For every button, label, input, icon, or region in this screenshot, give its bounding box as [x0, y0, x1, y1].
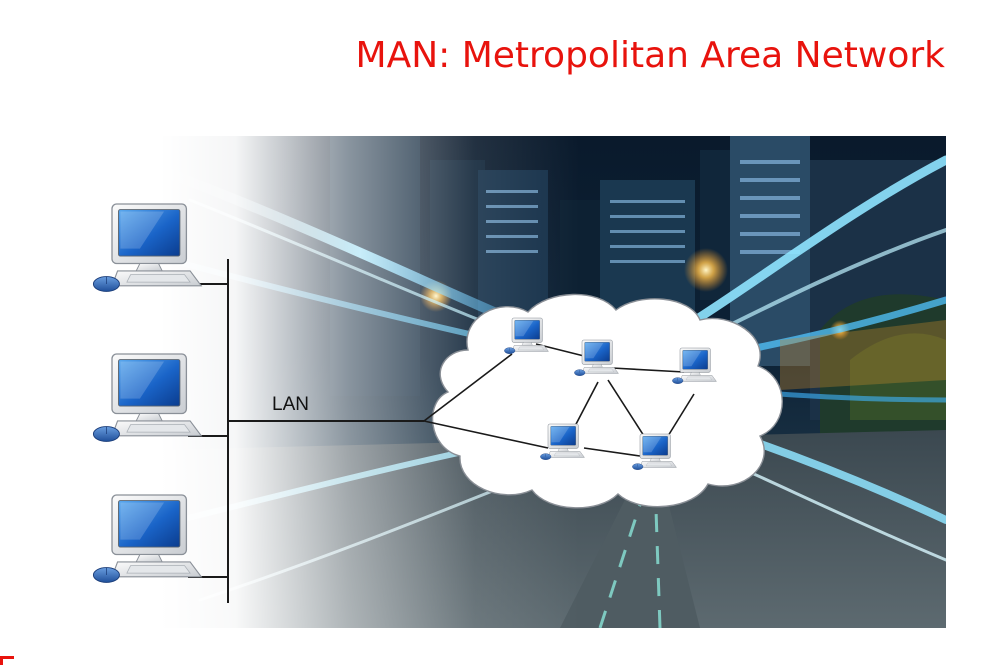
- lan-label: LAN: [272, 394, 309, 415]
- lan-workstation-3: [92, 494, 202, 584]
- man-links: [423, 343, 695, 457]
- man-cloud: [431, 293, 783, 509]
- corner-logo-icon: [0, 656, 14, 665]
- lan-workstation-2: [92, 353, 202, 443]
- lan-workstation-1: [92, 203, 202, 293]
- slide-title: MAN: Metropolitan Area Network: [355, 35, 945, 76]
